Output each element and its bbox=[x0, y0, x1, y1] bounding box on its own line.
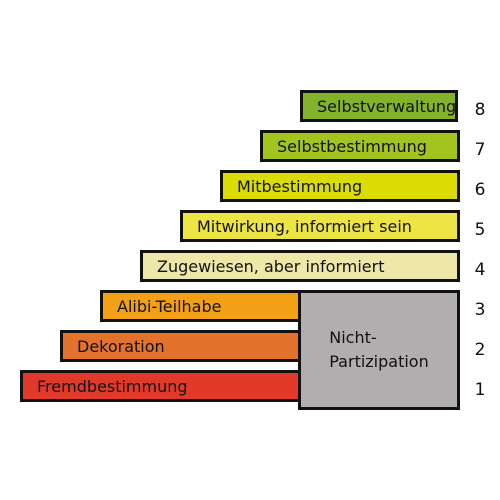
step-label: Mitbestimmung bbox=[237, 176, 363, 196]
level-number-4: 4 bbox=[474, 260, 486, 280]
step-label: Selbstverwaltung bbox=[317, 96, 457, 116]
level-number-6: 6 bbox=[474, 180, 486, 200]
level-number-5: 5 bbox=[474, 220, 486, 240]
step-label: Zugewiesen, aber informiert bbox=[157, 256, 385, 276]
step-label: Fremdbestimmung bbox=[37, 376, 188, 396]
step-label: Dekoration bbox=[77, 336, 165, 356]
step-label: Mitwirkung, informiert sein bbox=[197, 216, 412, 236]
step-alibi-teilhabe: Alibi-Teilhabe bbox=[100, 290, 302, 322]
step-label: Alibi-Teilhabe bbox=[117, 296, 222, 316]
level-number-1: 1 bbox=[474, 380, 486, 400]
non-participation-label: Nicht- Partizipation bbox=[329, 328, 429, 371]
level-number-3: 3 bbox=[474, 300, 486, 320]
step-label: Selbstbestimmung bbox=[277, 136, 427, 156]
step-mitwirkung: Mitwirkung, informiert sein bbox=[180, 210, 460, 242]
level-number-8: 8 bbox=[474, 100, 486, 120]
step-selbstbestimmung: Selbstbestimmung bbox=[260, 130, 460, 162]
level-number-2: 2 bbox=[474, 340, 486, 360]
step-dekoration: Dekoration bbox=[60, 330, 302, 362]
step-mitbestimmung: Mitbestimmung bbox=[220, 170, 460, 202]
level-number-7: 7 bbox=[474, 140, 486, 160]
non-participation-box: Nicht- Partizipation bbox=[298, 290, 460, 410]
step-fremdbestimmung: Fremdbestimmung bbox=[20, 370, 302, 402]
step-zugewiesen: Zugewiesen, aber informiert bbox=[140, 250, 460, 282]
step-selbstverwaltung: Selbstverwaltung bbox=[300, 90, 458, 122]
